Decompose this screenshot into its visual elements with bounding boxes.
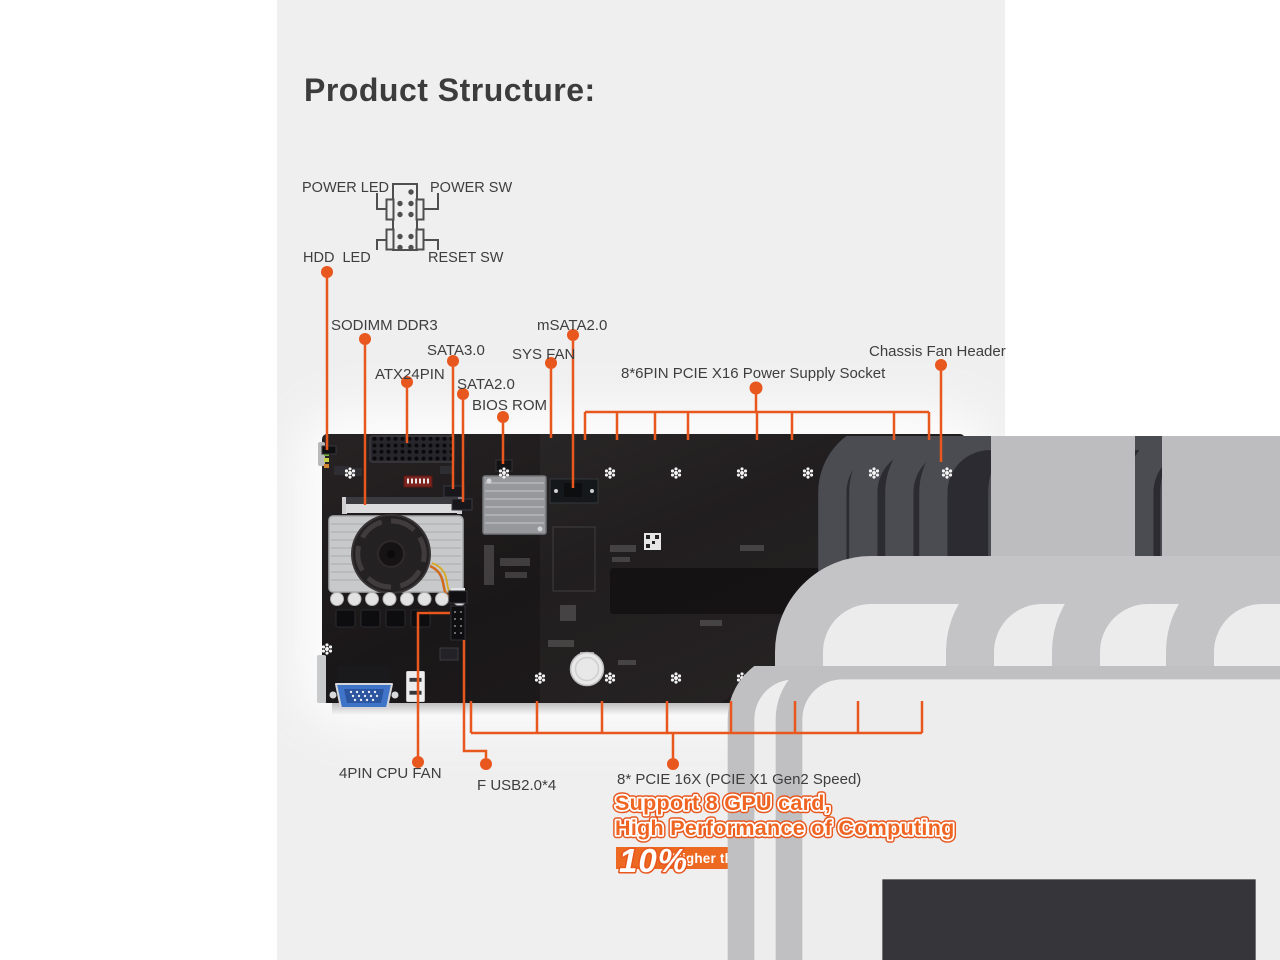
label-cpu-fan: 4PIN CPU FAN [339,765,442,782]
label-sata2: SATA2.0 [457,376,515,393]
label-reset-sw: RESET SW [428,250,504,266]
label-f-usb: F USB2.0*4 [477,777,557,794]
label-power-sw: POWER SW [430,180,513,196]
label-bios-rom: BIOS ROM [472,397,548,414]
label-chassis-fan: Chassis Fan Header [869,343,1006,360]
board-photo-glow [298,408,992,726]
label-sata3: SATA3.0 [427,342,485,359]
pcie-x16-slots [1010,492,1280,960]
chassis-fan-header [1190,436,1280,960]
label-msata: mSATA2.0 [537,317,608,334]
label-hdd-led: HDD LED [303,250,371,266]
promo-stat-caption: Higher than same level Motherboards [672,851,920,866]
promo-stat-badge: Higher than same level Motherboards [616,847,920,869]
page-title: Product Structure: [304,72,596,108]
fan-header [1076,436,1280,960]
label-power-sockets: 8*6PIN PCIE X16 Power Supply Socket [621,365,886,382]
label-sodimm: SODIMM DDR3 [331,317,438,334]
label-pcie-slots: 8* PCIE 16X (PCIE X1 Gen2 Speed) [617,771,862,788]
label-sys-fan: SYS FAN [512,346,576,363]
label-power-led: POWER LED [302,180,390,196]
fan-header [970,436,1280,960]
label-atx24pin: ATX24PIN [375,366,445,383]
